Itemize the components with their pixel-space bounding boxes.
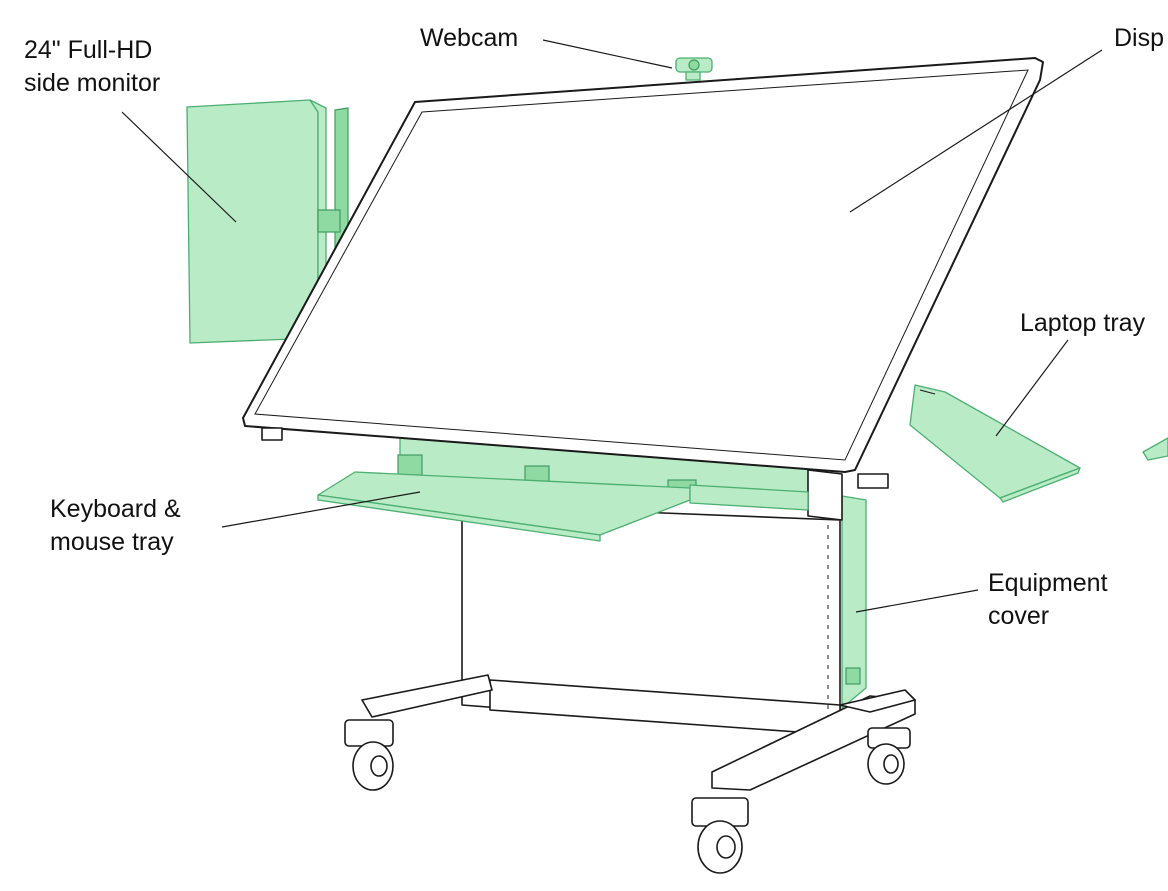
- display-label: Disp: [1114, 24, 1165, 52]
- display-leader: [849, 49, 1103, 213]
- equipment-cover-panel: [841, 495, 867, 709]
- keyboard-tray-leader: [221, 491, 421, 528]
- laptop-tray-label: Laptop tray: [1020, 309, 1146, 337]
- stand-column: [807, 469, 843, 521]
- side-monitor-leader: [121, 111, 237, 223]
- side-monitor-label: 24" Full-HD side monitor: [24, 36, 161, 97]
- webcam-device: [675, 57, 713, 81]
- webcam-leader: [542, 39, 673, 69]
- equipment-cover-leader: [855, 589, 979, 613]
- webcam-label: Webcam: [420, 24, 519, 52]
- display-panel: [242, 57, 1044, 489]
- laptop-tray: [909, 384, 1168, 503]
- leader-lines: [121, 39, 1103, 613]
- equipment-cabinet: [461, 504, 841, 736]
- laptop-tray-leader: [995, 339, 1069, 437]
- caster-front-left: [344, 719, 394, 791]
- stand-base: [361, 674, 916, 791]
- keyboard-tray: [317, 471, 809, 542]
- equipment-cover-label: Equipment cover: [988, 569, 1108, 630]
- caster-front-right: [691, 797, 749, 874]
- side-monitor: [186, 99, 349, 344]
- keyboard-tray-label: Keyboard & mouse tray: [50, 495, 181, 556]
- caster-rear-right: [867, 727, 911, 785]
